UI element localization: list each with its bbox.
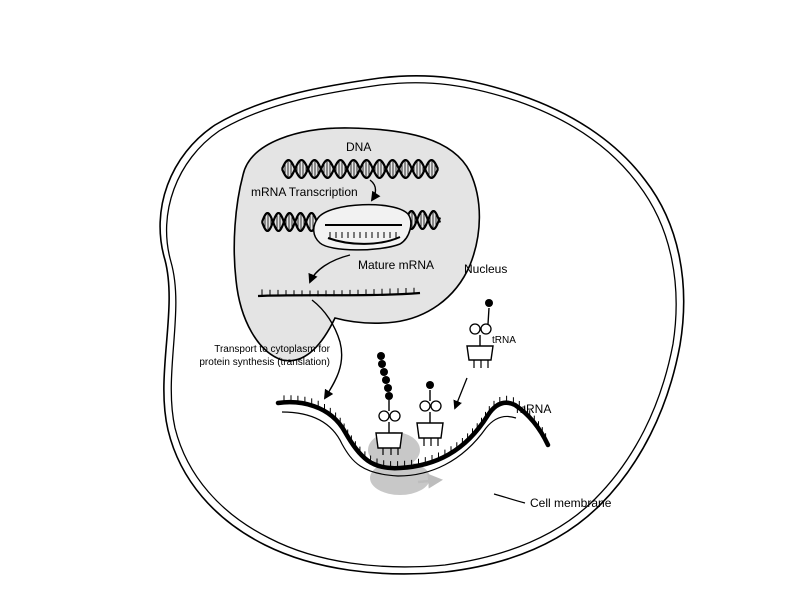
transcription-bubble <box>313 203 412 251</box>
label-dna: DNA <box>346 140 371 154</box>
bound-trna-2 <box>416 381 444 446</box>
label-cell-membrane: Cell membrane <box>530 496 612 510</box>
label-mrna: mRNA <box>516 402 551 416</box>
amino-acid-bead <box>378 360 386 368</box>
mature-mrna-strand <box>257 287 421 298</box>
amino-acid-bead <box>384 384 392 392</box>
transcription-helix <box>260 210 442 232</box>
cell-membrane <box>159 74 685 575</box>
label-transport-1: Transport to cytoplasm for <box>214 344 330 355</box>
label-mature-mrna: Mature mRNA <box>358 258 434 272</box>
amino-acid-bead <box>382 376 390 384</box>
label-transcription: mRNA Transcription <box>251 185 358 199</box>
label-trna: tRNA <box>492 335 516 346</box>
polypeptide-chain <box>377 352 393 400</box>
trna-approach-arrow <box>453 377 468 410</box>
transcription-arrow <box>369 179 381 202</box>
cytoplasm-mrna-strand <box>275 395 551 477</box>
dna-double-helix <box>280 159 440 179</box>
label-nucleus: Nucleus <box>464 262 507 276</box>
amino-acid-bead <box>385 392 393 400</box>
maturation-arrow <box>308 254 351 284</box>
bound-trna-1 <box>375 400 403 455</box>
transport-arrow <box>311 299 343 400</box>
free-trna <box>466 299 494 368</box>
cell-membrane-leader <box>493 493 526 504</box>
label-transport-2: protein synthesis (translation) <box>199 357 330 368</box>
amino-acid-bead <box>377 352 385 360</box>
amino-acid-bead <box>380 368 388 376</box>
